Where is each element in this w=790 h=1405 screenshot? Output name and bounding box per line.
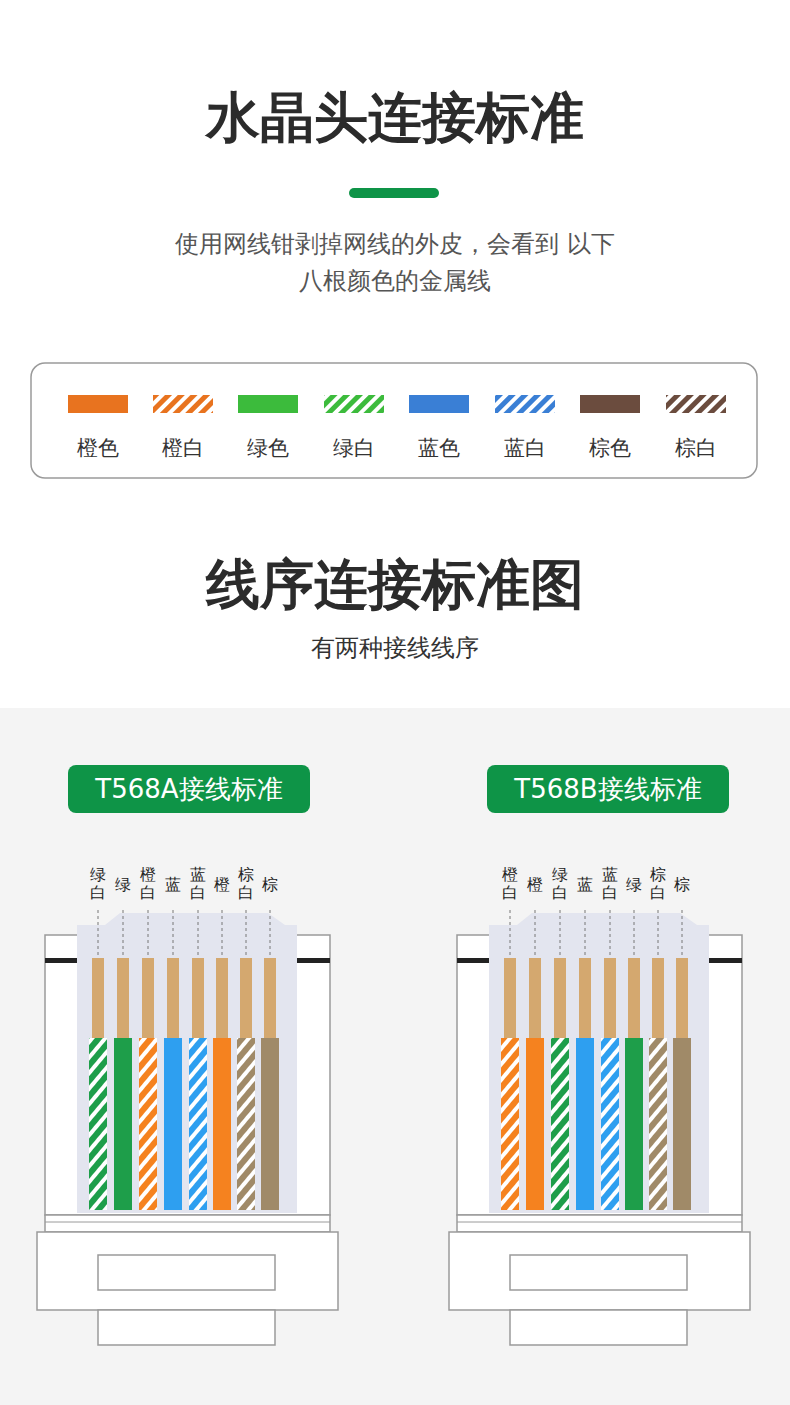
contact-pin — [652, 958, 664, 1038]
standard-badge: T568A接线标准 — [68, 765, 310, 813]
wire-core — [501, 1038, 519, 1210]
contact-pin — [264, 958, 276, 1038]
wire-label: 绿白 — [552, 866, 568, 901]
page-title: 水晶头连接标准 — [206, 82, 584, 155]
wire-core — [89, 1038, 107, 1210]
legend-text: 蓝白 — [504, 434, 546, 462]
legend-striped-swatch — [495, 395, 555, 413]
section-subtitle: 有两种接线线序 — [311, 632, 479, 664]
legend-text: 橙色 — [77, 434, 119, 462]
legend-text: 橙白 — [162, 434, 204, 462]
wire-label: 绿 — [115, 875, 131, 896]
wire-label: 绿白 — [90, 866, 106, 901]
legend-text: 绿白 — [333, 434, 375, 462]
wire-core — [261, 1038, 279, 1210]
wire-label: 蓝 — [577, 875, 593, 896]
rj45-housing — [449, 913, 750, 1345]
wire-core — [601, 1038, 619, 1210]
accent-bar — [349, 188, 439, 198]
leader-line — [560, 910, 561, 955]
wire-label: 橙 — [214, 875, 230, 896]
leader-line — [510, 910, 511, 955]
legend-striped-swatch — [324, 395, 384, 413]
badge-text: T568A接线标准 — [95, 772, 282, 807]
contact-pin — [92, 958, 104, 1038]
contact-pin — [579, 958, 591, 1038]
leader-line — [585, 910, 586, 955]
legend-striped-swatch — [666, 395, 726, 413]
leader-line — [123, 910, 124, 955]
leader-line — [682, 910, 683, 955]
wire-label: 蓝 — [165, 875, 181, 896]
contact-pin — [167, 958, 179, 1038]
legend-text: 蓝色 — [418, 434, 460, 462]
leader-line — [222, 910, 223, 955]
wire-core — [237, 1038, 255, 1210]
contact-pin — [192, 958, 204, 1038]
wire-label: 棕白 — [238, 866, 254, 901]
wire-label: 棕白 — [650, 866, 666, 901]
wire-core — [673, 1038, 691, 1210]
wire-core — [526, 1038, 544, 1210]
legend-swatch — [409, 395, 469, 413]
leader-line — [658, 910, 659, 955]
wire-core — [139, 1038, 157, 1210]
wire-label: 橙 — [527, 875, 543, 896]
lower-ground — [0, 708, 790, 1405]
leader-line — [246, 910, 247, 955]
legend-striped-swatch — [153, 395, 213, 413]
section-title: 线序连接标准图 — [206, 549, 584, 622]
legend-swatch — [238, 395, 298, 413]
wires — [89, 910, 691, 1210]
legend-swatch — [68, 395, 128, 413]
contact-pin — [504, 958, 516, 1038]
contact-pin — [142, 958, 154, 1038]
leader-line — [198, 910, 199, 955]
leader-line — [173, 910, 174, 955]
contact-pin — [529, 958, 541, 1038]
leader-line — [148, 910, 149, 955]
wire-core — [551, 1038, 569, 1210]
wire-core — [625, 1038, 643, 1210]
contact-pin — [604, 958, 616, 1038]
contact-pin — [216, 958, 228, 1038]
wire-label: 蓝白 — [190, 866, 206, 901]
leader-line — [610, 910, 611, 955]
legend-text: 绿色 — [247, 434, 289, 462]
leader-line — [634, 910, 635, 955]
wire-label: 棕 — [262, 875, 278, 896]
leader-line — [98, 910, 99, 955]
wire-core — [576, 1038, 594, 1210]
wire-label: 橙白 — [502, 866, 518, 901]
legend-text: 棕色 — [589, 434, 631, 462]
legend-swatch — [580, 395, 640, 413]
legend-text: 棕白 — [675, 434, 717, 462]
wire-label: 橙白 — [140, 866, 156, 901]
wire-core — [114, 1038, 132, 1210]
wire-label: 蓝白 — [602, 866, 618, 901]
contact-pin — [554, 958, 566, 1038]
intro-text: 使用网线钳剥掉网线的外皮，会看到 以下八根颜色的金属线 — [172, 226, 618, 300]
contact-pin — [240, 958, 252, 1038]
wire-label: 棕 — [674, 875, 690, 896]
wire-core — [649, 1038, 667, 1210]
wire-core — [213, 1038, 231, 1210]
contact-pin — [676, 958, 688, 1038]
badge-text: T568B接线标准 — [514, 772, 701, 807]
wire-label: 绿 — [626, 875, 642, 896]
standard-badge: T568B接线标准 — [487, 765, 729, 813]
wire-core — [189, 1038, 207, 1210]
legend-frame — [31, 363, 757, 478]
wire-core — [164, 1038, 182, 1210]
contact-pin — [628, 958, 640, 1038]
rj45-housing — [37, 913, 338, 1345]
leader-line — [535, 910, 536, 955]
contact-pin — [117, 958, 129, 1038]
leader-line — [270, 910, 271, 955]
